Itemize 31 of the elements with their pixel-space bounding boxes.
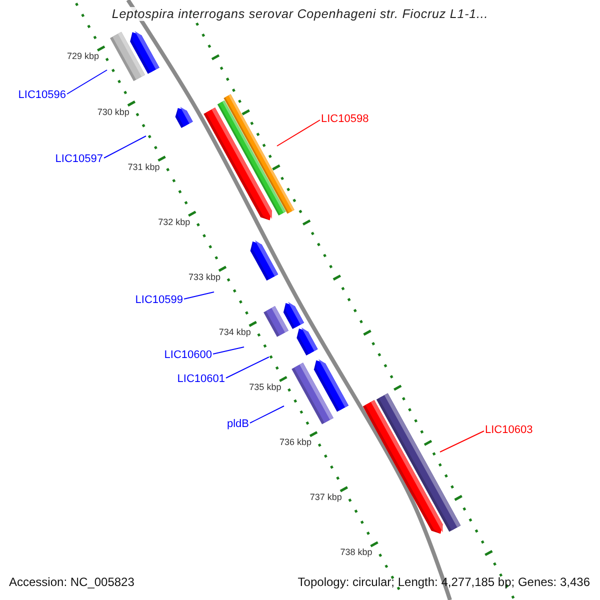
- scale-label: 735 kbp: [249, 382, 282, 392]
- scale-label: 736 kbp: [280, 437, 312, 448]
- leader-line: [66, 70, 108, 94]
- gene-block: [223, 94, 294, 214]
- scale-label: 729 kbp: [67, 51, 100, 62]
- gene-label: LIC10598: [321, 112, 369, 126]
- scale-label: 733 kbp: [188, 272, 220, 282]
- scale-label: 737 kbp: [310, 492, 342, 502]
- leader-line: [226, 356, 270, 378]
- gene-label: pldB: [226, 417, 249, 431]
- genome-summary-text: Topology: circular; Length: 4,277,185 bp; Genes: 3,436: [298, 575, 590, 589]
- leader-line: [276, 120, 320, 146]
- scale-label: 730 kbp: [97, 106, 130, 117]
- scale-label: 731 kbp: [128, 162, 160, 172]
- gene-label: LIC10603: [485, 423, 533, 437]
- leader-line: [104, 136, 146, 158]
- gene-label: LIC10597: [55, 152, 103, 166]
- gene-label: LIC10599: [135, 293, 183, 307]
- accession-text: Accession: NC_005823: [9, 575, 134, 589]
- gene-block: [376, 393, 460, 532]
- leader-line: [440, 430, 484, 452]
- leader-line: [250, 406, 284, 424]
- leader-line: [184, 292, 214, 300]
- gene-block: [263, 306, 288, 337]
- gene-label: LIC10600: [164, 348, 212, 362]
- gene-label: LIC10601: [177, 372, 225, 386]
- scale-label: 734 kbp: [218, 326, 251, 337]
- gene-label: LIC10596: [18, 88, 66, 102]
- scale-label: 738 kbp: [340, 547, 372, 558]
- leader-line: [212, 346, 244, 354]
- scale-label: 732 kbp: [158, 216, 190, 227]
